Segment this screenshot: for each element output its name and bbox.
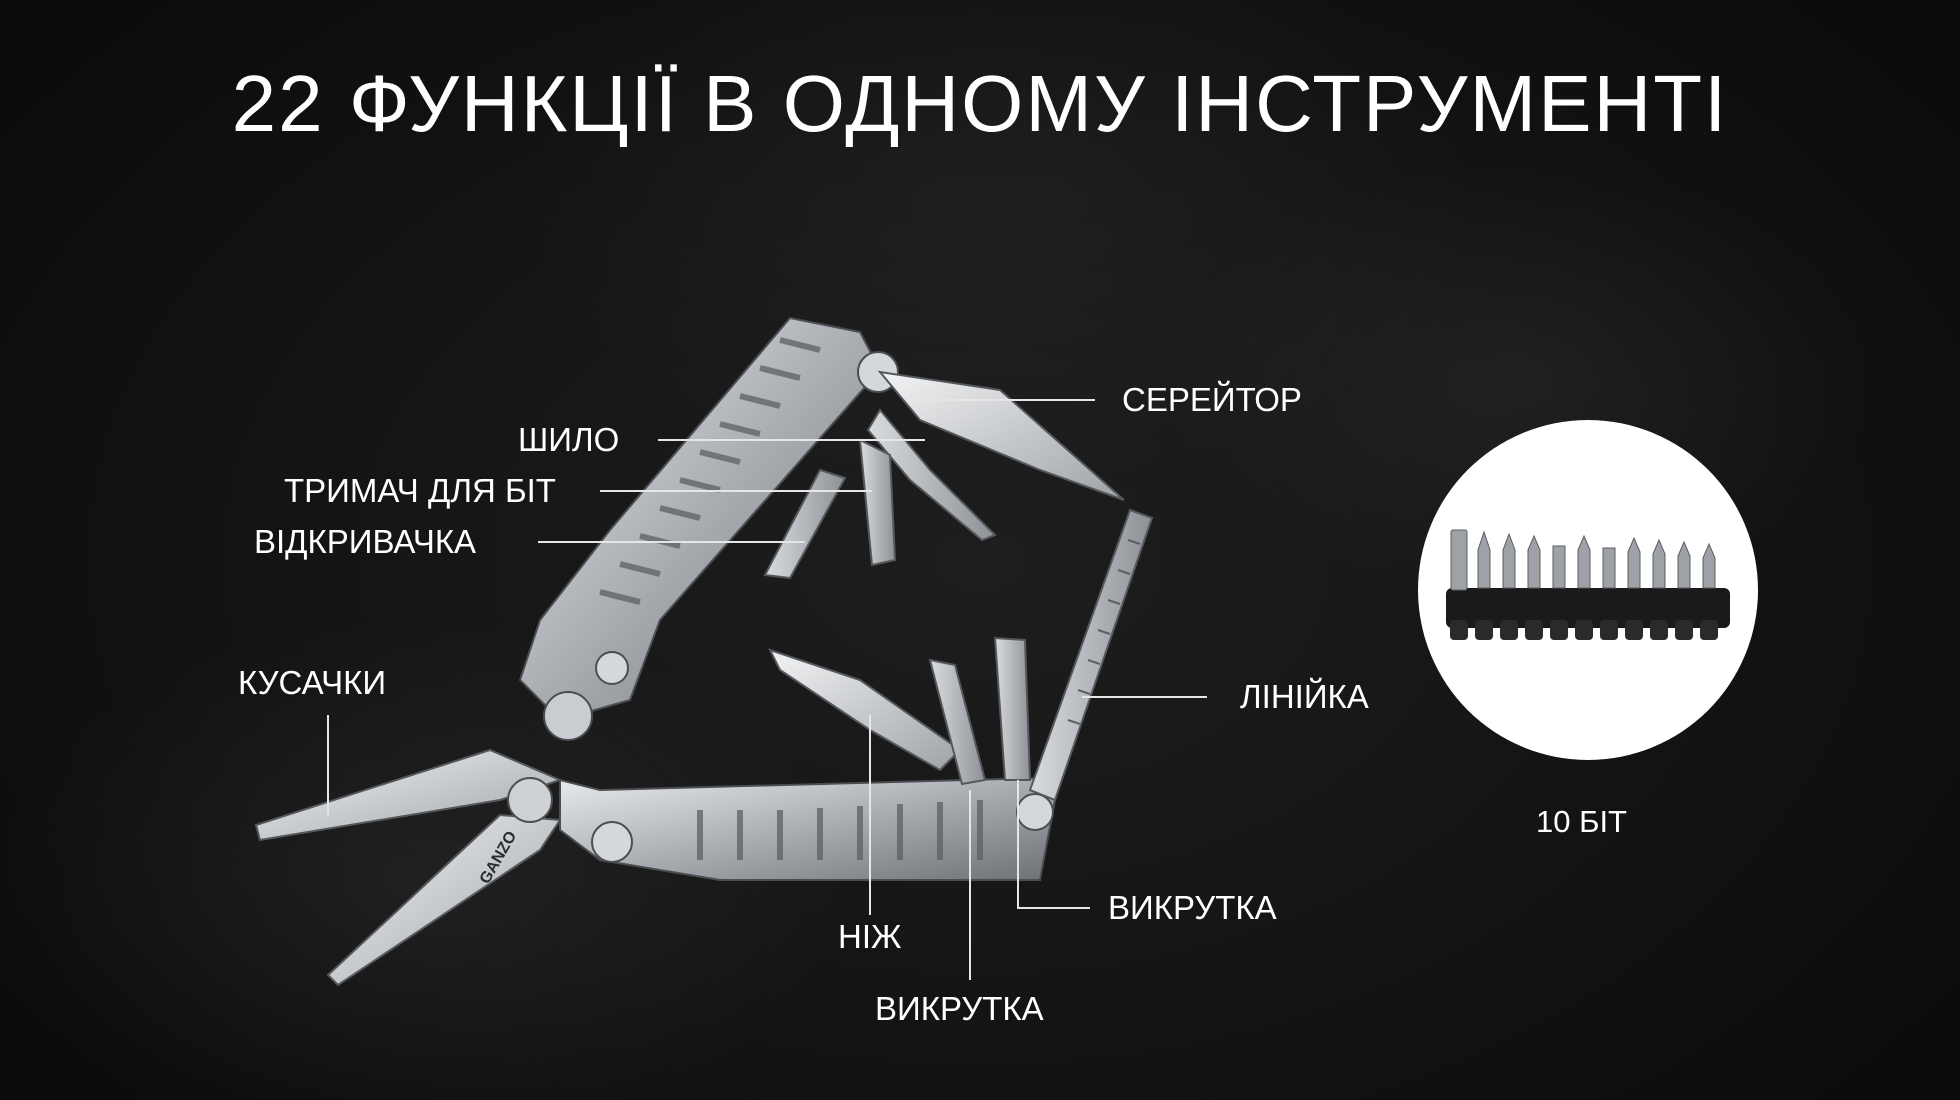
- label-knife: НІЖ: [838, 918, 902, 955]
- upper-handle: [518, 316, 899, 741]
- label-opener: ВІДКРИВАЧКА: [254, 523, 477, 560]
- label-screwdriver-2: ВИКРУТКА: [875, 990, 1044, 1027]
- label-ruler: ЛІНІЙКА: [1240, 678, 1369, 715]
- ruler-tool: [1028, 508, 1154, 802]
- screwdriver-tool-b: [993, 636, 1032, 781]
- label-screwdriver-1: ВИКРУТКА: [1108, 889, 1277, 926]
- label-bit-holder: ТРИМАЧ ДЛЯ БІТ: [284, 472, 556, 509]
- label-pliers: КУСАЧКИ: [238, 664, 387, 701]
- page-title: 22 ФУНКЦІЇ В ОДНОМУ ІНСТРУМЕНТІ: [231, 59, 1729, 148]
- lower-handle: [559, 776, 1057, 881]
- serrator-blade: [877, 370, 1125, 501]
- pliers-jaws: [254, 748, 563, 987]
- leader-lines: [327, 399, 1207, 980]
- bit-holders: [1446, 588, 1730, 640]
- bits-caption: 10 БІТ: [1536, 804, 1627, 839]
- bits-illustration: [1446, 529, 1730, 640]
- knife-blade: [768, 648, 962, 772]
- opener-tool: [763, 468, 847, 580]
- bits: [1450, 529, 1716, 591]
- bits-set-image: [1418, 420, 1758, 760]
- screwdriver-tool-a: [928, 658, 987, 786]
- bit-holder-tool: [858, 438, 897, 567]
- label-awl: ШИЛО: [518, 421, 620, 458]
- screwdriver-1-leader: [1017, 780, 1090, 909]
- awl-tool: [866, 408, 997, 542]
- label-serrator: СЕРЕЙТОР: [1122, 381, 1302, 418]
